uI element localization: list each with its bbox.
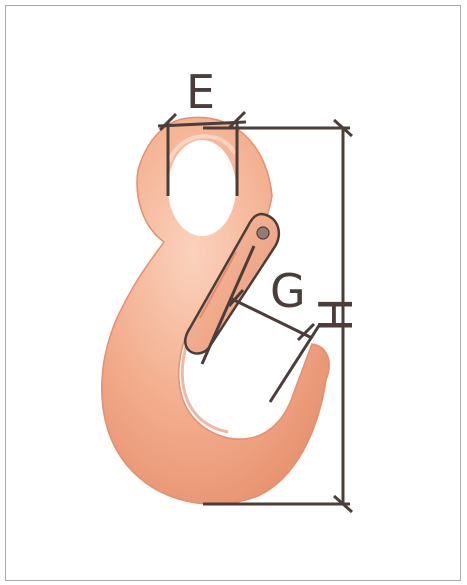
safety-latch [183, 212, 281, 355]
dimension-g-label: G [270, 264, 306, 318]
dimension-g [200, 245, 322, 403]
eye-hole [168, 140, 236, 236]
dimension-h [203, 118, 353, 514]
latch-pivot-pin [256, 226, 270, 240]
dimension-e-label: E [186, 65, 215, 119]
dimension-e [157, 110, 247, 196]
